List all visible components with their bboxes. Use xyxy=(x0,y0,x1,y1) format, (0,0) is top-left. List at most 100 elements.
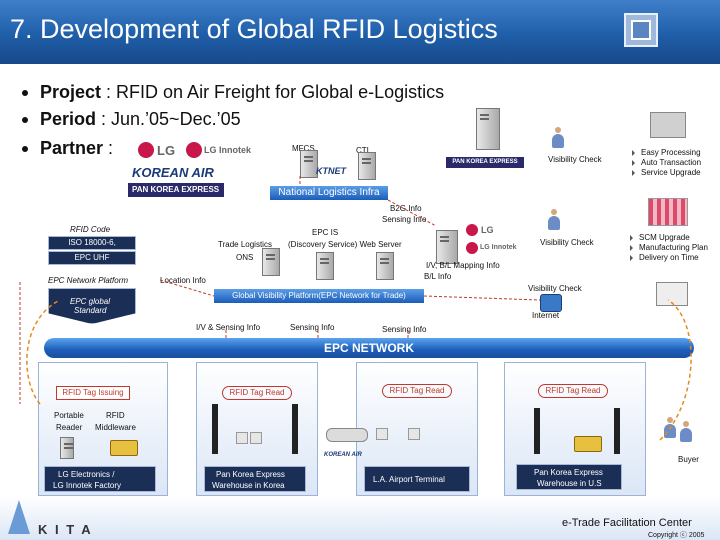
lg-innotek-logo-text: LG Innotek xyxy=(204,145,251,155)
epc-is-label: EPC IS xyxy=(312,228,339,237)
cti-label: CTI xyxy=(356,146,369,155)
wh-korea-caption-box xyxy=(204,466,306,492)
delivery-truck-icon xyxy=(574,436,602,452)
internet-label: Internet xyxy=(532,311,560,320)
korean-air-logo: KOREAN AIR xyxy=(132,165,214,180)
bullet-period-label: Period xyxy=(40,109,97,129)
wh-us-caption-box xyxy=(516,464,622,490)
factory-building-icon xyxy=(650,112,686,138)
benefit-top-item: Service Upgrade xyxy=(641,168,701,177)
discovery-label: (Discovery Service) Web Server xyxy=(288,240,402,249)
benefit-top-item: Auto Transaction xyxy=(641,158,702,167)
mfcs-server-icon xyxy=(300,150,318,178)
bullet-partner-text: : xyxy=(103,138,114,158)
window-icon xyxy=(624,13,658,47)
standard-label: Standard xyxy=(74,306,107,315)
korean-air-logo-2: KOREAN AIR xyxy=(324,452,362,458)
mfcs-label: MFCS xyxy=(292,144,315,153)
gate-reader-icon xyxy=(292,404,298,454)
reader-device-icon xyxy=(60,437,74,459)
benefit-mid-item: Delivery on Time xyxy=(639,253,699,262)
bullet-project-text: : RFID on Air Freight for Global e-Logis… xyxy=(101,82,445,102)
ktnet-logo: KTNET xyxy=(316,166,346,176)
bullet-period-text: : Jun.’05~Dec.’05 xyxy=(96,109,241,129)
sensing-info-top-label: Sensing Info xyxy=(382,215,427,224)
b2g-info-label: B2G Info xyxy=(390,204,422,213)
sensing-info-right-label: Sensing Info xyxy=(382,325,427,334)
buyer-icon xyxy=(664,417,676,438)
lg-logo-icon-2 xyxy=(466,224,478,236)
gate-reader-icon xyxy=(534,408,540,454)
visibility-user-icon-2 xyxy=(548,209,560,230)
portable-reader-label-1: Portable xyxy=(54,411,84,420)
wh-us-caption-2: Warehouse in U.S xyxy=(537,479,602,488)
pan-korea-logo: PAN KOREA EXPRESS xyxy=(128,183,224,197)
benefits-mid-list: SCM Upgrade Manufacturing Plan Delivery … xyxy=(630,233,708,262)
cti-server-icon xyxy=(358,152,376,180)
cargo-box-icon xyxy=(236,432,248,444)
cargo-box-icon xyxy=(376,428,388,440)
visibility-check-1: Visibility Check xyxy=(548,155,602,164)
ons-server-icon xyxy=(262,248,280,276)
rfid-tag-read-3: RFID Tag Read xyxy=(538,384,608,398)
warehouse-racks-icon xyxy=(648,198,688,226)
main-server-icon xyxy=(476,108,500,150)
rfid-middleware-label-1: RFID xyxy=(106,411,125,420)
buyer-icon xyxy=(680,421,692,442)
rfid-tag-read-2: RFID Tag Read xyxy=(382,384,452,398)
epc-is-server-icon xyxy=(316,252,334,280)
airplane-icon xyxy=(326,428,368,442)
lg-logo-icon xyxy=(138,142,154,158)
rfid-code-label: RFID Code xyxy=(70,225,111,234)
epc-uhf-label: EPC UHF xyxy=(48,251,136,265)
iv-bl-mapping-label: I/V, B/L Mapping Info xyxy=(426,261,500,270)
benefit-top-item: Easy Processing xyxy=(641,148,701,157)
rfid-tag-issuing-label: RFID Tag Issuing xyxy=(56,386,130,400)
footer-band xyxy=(0,496,720,540)
pan-korea-logo-2: PAN KOREA EXPRESS xyxy=(446,157,524,168)
cargo-box-icon xyxy=(408,428,420,440)
title-bar xyxy=(0,0,720,64)
la-airport-caption-box xyxy=(364,466,470,492)
epc-network-band: EPC NETWORK xyxy=(44,338,694,358)
sensing-info-mid-label: Sensing Info xyxy=(290,323,335,332)
buyer-label: Buyer xyxy=(678,455,699,464)
visibility-user-icon-1 xyxy=(552,127,564,148)
copyright-label: Copyright ⓒ 2005 xyxy=(648,532,705,539)
factory-caption-box xyxy=(44,466,156,492)
internet-icon xyxy=(540,294,562,312)
factory-caption-1: LG Electronics / xyxy=(58,470,115,479)
portable-reader-label-2: Reader xyxy=(56,423,83,432)
visibility-check-2: Visibility Check xyxy=(540,238,594,247)
trade-logistics-label: Trade Logistics xyxy=(218,240,272,249)
bullet-project-label: Project xyxy=(40,82,102,102)
rfid-middleware-label-2: Middleware xyxy=(95,423,136,432)
gate-reader-icon xyxy=(212,404,218,454)
forklift-icon xyxy=(110,440,138,456)
wh-korea-caption-1: Pan Korea Express xyxy=(216,470,285,479)
lg-logo-text: LG xyxy=(157,143,176,158)
gate-reader-icon xyxy=(614,408,620,454)
bl-info-label: B/L Info xyxy=(424,272,452,281)
iso-label: ISO 18000-6, xyxy=(48,236,136,250)
epc-network-platform-label: EPC Network Platform xyxy=(48,276,129,285)
benefit-mid-item: SCM Upgrade xyxy=(639,233,690,242)
benefits-top-list: Easy Processing Auto Transaction Service… xyxy=(632,148,701,177)
wh-korea-caption-2: Warehouse in Korea xyxy=(212,481,285,490)
lg-server-icon xyxy=(436,230,458,264)
bullet-partner-label: Partner xyxy=(40,138,104,158)
wh-us-caption-1: Pan Korea Express xyxy=(534,468,603,477)
web-server-icon xyxy=(376,252,394,280)
bullet-period: Period : Jun.’05~Dec.’05 xyxy=(22,109,241,130)
facility-label: e-Trade Facilitation Center xyxy=(562,517,692,529)
visibility-check-3: Visibility Check xyxy=(528,284,582,293)
page-title: 7. Development of Global RFID Logistics xyxy=(10,14,498,44)
global-visibility-platform-bar: Global Visibility Platform(EPC Network f… xyxy=(214,289,424,303)
la-airport-caption: L.A. Airport Terminal xyxy=(373,475,445,484)
lg-innotek-logo-text-2: LG Innotek xyxy=(480,244,517,251)
cargo-box-icon xyxy=(250,432,262,444)
kita-logo-text: K I T A xyxy=(38,522,93,537)
lg-innotek-logo-icon xyxy=(186,142,202,158)
location-info-label: Location Info xyxy=(160,276,206,285)
